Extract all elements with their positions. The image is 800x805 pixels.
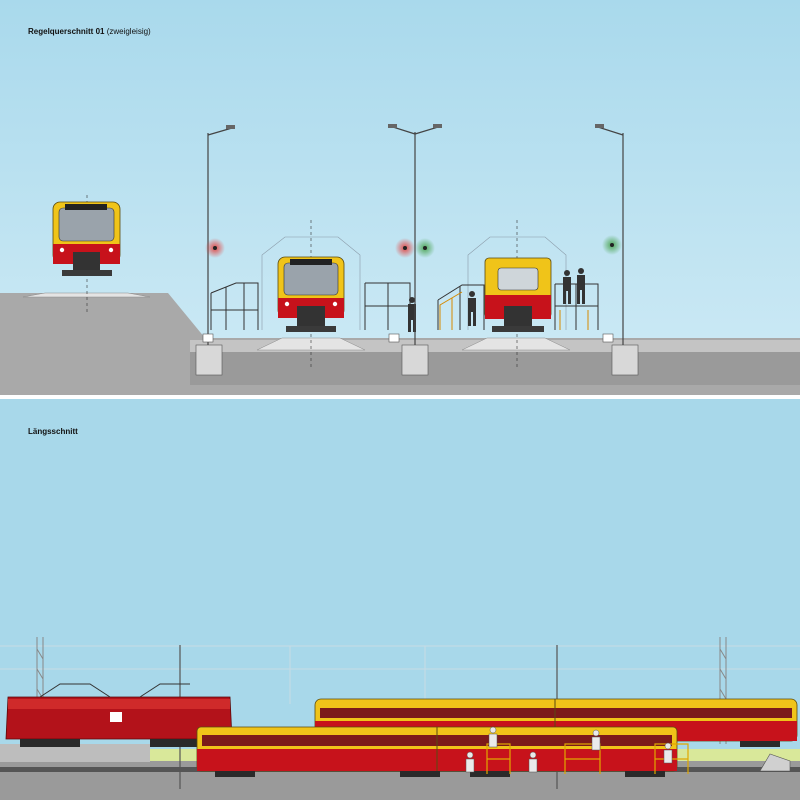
lamp-heads xyxy=(226,124,604,129)
overhead-wires xyxy=(0,645,800,704)
ballast-wedges xyxy=(22,292,571,351)
foundation-blocks xyxy=(195,344,639,376)
worker-icon xyxy=(468,291,476,326)
street-lamp-icon xyxy=(392,126,439,345)
worker-icon xyxy=(528,751,538,773)
worker-icon xyxy=(591,729,601,751)
cross-section-title-bold: Regelquerschnitt 01 xyxy=(28,27,105,36)
worker-icon xyxy=(488,726,498,748)
cross-section-drawing xyxy=(0,0,800,395)
signal-light-icons xyxy=(205,235,622,258)
cross-section-panel: Regelquerschnitt 01 (zweigleisig) xyxy=(0,0,800,395)
worker-icon xyxy=(663,742,673,764)
db-locomotive xyxy=(5,683,233,747)
sbahn-front-left xyxy=(52,201,121,276)
cross-section-title-suffix: (zweigleisig) xyxy=(104,27,151,36)
cross-section-title: Regelquerschnitt 01 (zweigleisig) xyxy=(28,27,151,36)
worker-icon xyxy=(563,270,571,304)
sbahn-front-middle xyxy=(277,256,345,332)
maintenance-platforms xyxy=(210,282,599,330)
clearance-gauge-outlines xyxy=(261,236,567,330)
worker-icon xyxy=(577,268,585,304)
worker-icons xyxy=(408,268,585,332)
cable-ducts xyxy=(202,333,614,343)
worker-icon xyxy=(465,751,475,773)
street-lamp-icons xyxy=(207,126,624,345)
street-lamp-icon xyxy=(597,126,624,345)
lattice-masts xyxy=(36,637,727,744)
sbahn-front-right xyxy=(484,257,552,332)
street-lamp-icon xyxy=(207,127,233,345)
longitudinal-section-title: Längsschnitt xyxy=(28,427,78,436)
worker-icons-long xyxy=(465,726,673,773)
longitudinal-section-panel: Längsschnitt xyxy=(0,399,800,800)
embankment-strip xyxy=(0,744,150,762)
platform-railings-orange xyxy=(439,291,589,330)
buffer-stop xyxy=(759,753,791,772)
longitudinal-section-drawing xyxy=(0,399,800,800)
panel-separator xyxy=(0,395,800,399)
sbahn-train-lower xyxy=(196,726,678,777)
